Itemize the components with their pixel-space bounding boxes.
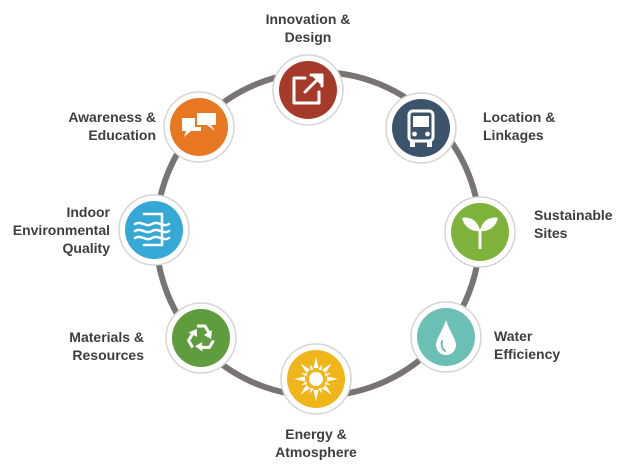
node-indoor-environmental-quality [118, 194, 190, 266]
node-innovation-design [272, 54, 344, 126]
node-awareness-education [163, 91, 235, 163]
recycle-icon [187, 324, 215, 352]
label-awareness-education: Awareness & Education [68, 109, 156, 143]
label-indoor-environmental-quality: Indoor Environmental Quality [12, 204, 110, 256]
label-sustainable-sites: Sustainable Sites [534, 207, 613, 241]
speech-bubbles-icon [182, 111, 218, 137]
node-materials-resources [165, 302, 237, 374]
label-materials-resources: Materials & Resources [69, 329, 144, 363]
sprout-icon [462, 217, 498, 249]
label-water-efficiency: Water Efficiency [494, 328, 561, 362]
label-energy-atmosphere: Energy & Atmosphere [275, 426, 357, 460]
label-location-linkages: Location & Linkages [483, 109, 556, 143]
sun-icon [294, 357, 338, 401]
node-location-linkages [385, 92, 457, 164]
node-sustainable-sites [444, 196, 516, 268]
node-energy-atmosphere [280, 343, 352, 415]
node-water-efficiency [410, 301, 482, 373]
bus-icon [407, 109, 435, 147]
air-quality-icon [133, 212, 171, 247]
water-drop-icon [436, 320, 456, 355]
external-link-icon [292, 73, 324, 105]
label-innovation-design: Innovation & Design [265, 11, 351, 45]
